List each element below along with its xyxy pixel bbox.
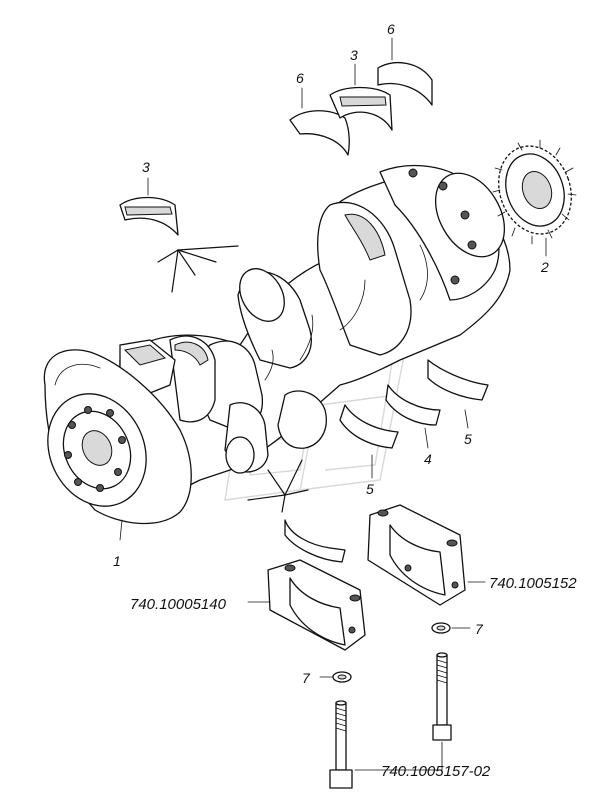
part-number-cap-right: 740.1005152 (489, 575, 577, 592)
part-number-bolt: 740.1005157-02 (381, 763, 491, 780)
callout-3-top: 3 (350, 47, 358, 63)
callout-6-left: 6 (296, 70, 304, 86)
callout-4: 4 (424, 451, 432, 467)
upper-bearing-shell-3-left (119, 196, 179, 236)
callout-3-left: 3 (142, 159, 150, 175)
crankshaft (119, 164, 511, 491)
washer-7-left (332, 671, 352, 683)
main-bearing-cap-left (267, 559, 366, 651)
part-number-cap-left: 740.10005140 (130, 596, 227, 613)
upper-thrust-half-washer-6-right (377, 62, 433, 106)
callout-7-right: 7 (475, 621, 484, 637)
callout-6-right: 6 (387, 21, 395, 37)
leader-lines (119, 37, 547, 771)
main-bearing-bolt-right (432, 652, 452, 741)
callout-5-left: 5 (366, 481, 374, 497)
lower-bearing-shells (284, 359, 489, 563)
upper-thrust-half-washer-6-left (289, 110, 350, 156)
front-counterweight-disk (43, 349, 192, 525)
main-bearing-cap-right (367, 504, 466, 606)
direction-arrows-bottom (247, 459, 309, 513)
callout-2: 2 (540, 259, 549, 275)
direction-arrows-top (157, 245, 239, 293)
washer-7-right (431, 622, 451, 634)
callout-7-left: 7 (302, 670, 311, 686)
callout-5-right: 5 (464, 431, 472, 447)
main-bearing-bolt-left (329, 700, 353, 789)
callout-1: 1 (113, 553, 121, 569)
crankshaft-gear (492, 139, 577, 245)
upper-bearing-shell-3-top (329, 86, 393, 131)
